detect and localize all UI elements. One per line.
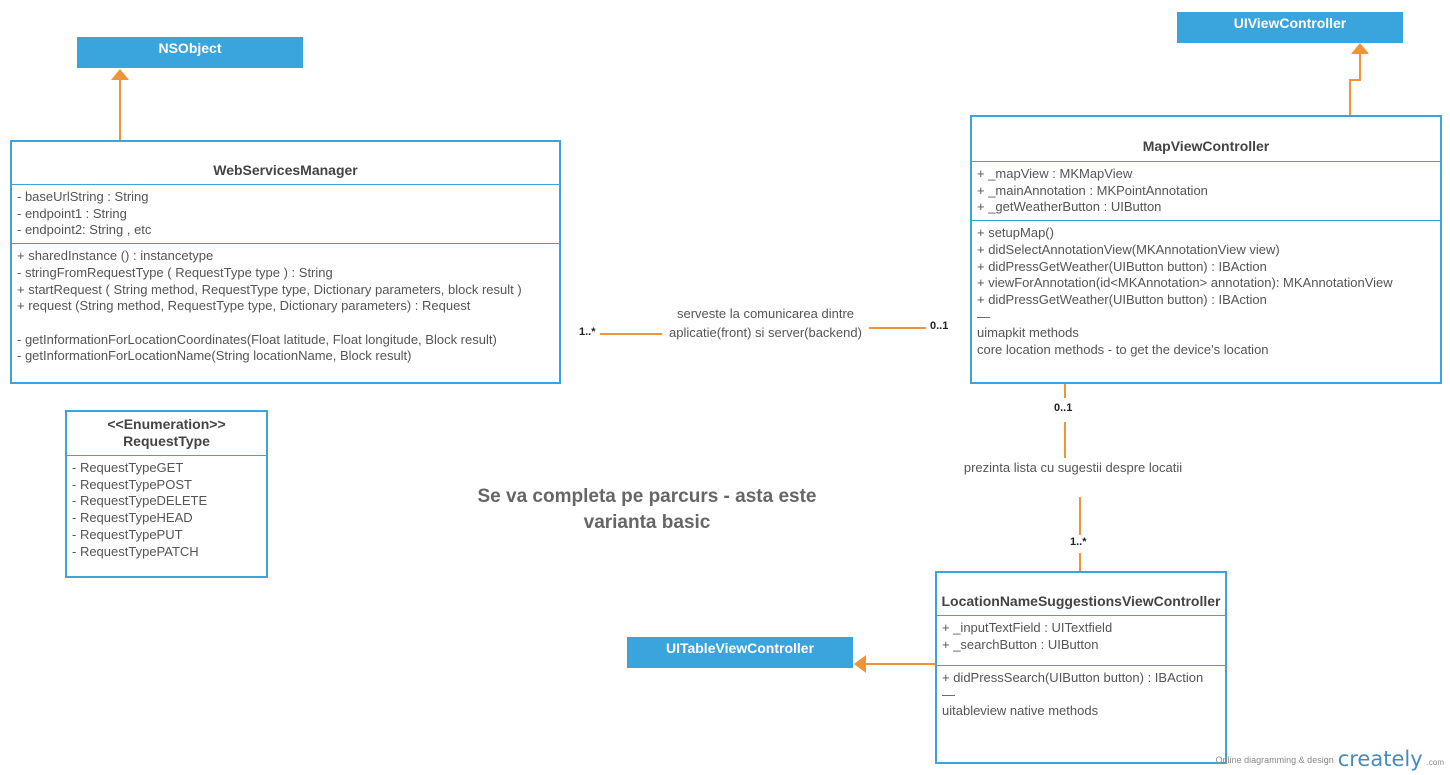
attributes-section: + _mapView : MKMapView+ _mainAnnotation … (972, 162, 1440, 222)
enum-header: <<Enumeration>> RequestType (67, 412, 266, 456)
uitableviewcontroller-label: UITableViewController (665, 640, 815, 656)
watermark-tagline: Online diagramming & design (1215, 755, 1334, 765)
method-item: - stringFromRequestType ( RequestType ty… (17, 264, 333, 280)
enum-value: - RequestTypeDELETE (72, 493, 208, 509)
note-line2: varianta basic (583, 512, 711, 533)
enum-value: - RequestTypePOST (72, 476, 192, 492)
attribute-item: + _mapView : MKMapView (977, 166, 1133, 181)
multiplicity-suggestions-target: 1..* (1068, 536, 1089, 548)
association-label-line1: serveste la comunicarea dintre (676, 306, 855, 321)
attribute-item: + _inputTextField : UITextfield (942, 620, 1113, 635)
attribute-item: + _getWeatherButton : UIButton (977, 199, 1162, 215)
association-ws-map-label: serveste la comunicarea dintre aplicatie… (662, 304, 869, 342)
method-item: + didPressSearch(UIButton button) : IBAc… (942, 670, 1204, 685)
method-item: — (977, 308, 990, 324)
methods-section: + sharedInstance () : instancetype- stri… (12, 244, 559, 369)
uitableviewcontroller-class[interactable]: UITableViewController (627, 637, 853, 668)
class-name: MapViewController (972, 117, 1440, 162)
enum-value: - RequestTypeHEAD (72, 510, 193, 526)
attribute-item: - baseUrlString : String (17, 189, 149, 204)
attribute-item: - endpoint2: String , etc (17, 222, 152, 238)
enum-stereotype: <<Enumeration>> (107, 416, 226, 432)
arrowhead-uiviewcontroller (1351, 43, 1369, 54)
multiplicity-map-source: 0..1 (1052, 402, 1075, 414)
method-item: - getInformationForLocationName(String l… (17, 348, 412, 364)
request-type-enum[interactable]: <<Enumeration>> RequestType - RequestTyp… (65, 410, 268, 578)
method-item: + setupMap() (977, 225, 1054, 241)
method-item: + startRequest ( String method, RequestT… (17, 281, 522, 297)
association-map-suggestions-label: prezinta lista cu sugestii despre locati… (950, 458, 1196, 477)
method-item: uimapkit methods (977, 325, 1079, 341)
method-item: - getInformationForLocationCoordinates(F… (17, 331, 497, 347)
location-suggestions-class[interactable]: LocationNameSuggestionsViewController + … (935, 571, 1227, 764)
method-item: — (942, 686, 955, 702)
watermark-suffix: .com (1426, 758, 1444, 767)
class-name: LocationNameSuggestionsViewController (937, 573, 1225, 616)
method-item: + didSelectAnnotationView(MKAnnotationVi… (977, 241, 1280, 257)
method-item: + didPressGetWeather(UIButton button) : … (977, 291, 1267, 307)
method-item: + viewForAnnotation(id<MKAnnotation> ann… (977, 275, 1393, 291)
method-item: core location methods - to get the devic… (977, 342, 1269, 358)
enum-value: - RequestTypeGET (72, 460, 184, 475)
method-item: uitableview native methods (942, 703, 1099, 719)
map-view-controller-class[interactable]: MapViewController + _mapView : MKMapView… (970, 115, 1442, 384)
arrowhead-uitableviewcontroller (854, 655, 866, 673)
method-item: + sharedInstance () : instancetype (17, 248, 214, 264)
multiplicity-map-target: 0..1 (928, 320, 951, 332)
method-item: + request (String method, RequestType ty… (17, 298, 471, 314)
attributes-section: - baseUrlString : String- endpoint1 : St… (12, 185, 559, 245)
creately-logo: creately (1337, 747, 1423, 771)
attribute-item: + _mainAnnotation : MKPointAnnotation (977, 182, 1208, 198)
nsobject-class[interactable]: NSObject (77, 37, 303, 68)
enum-value: - RequestTypePUT (72, 526, 183, 542)
association-label-line2: aplicatie(front) si server(backend) (669, 325, 862, 340)
creately-watermark: Online diagramming & design creately .co… (1216, 747, 1444, 771)
diagram-note: Se va completa pe parcurs - asta este va… (472, 484, 822, 536)
methods-section: + didPressSearch(UIButton button) : IBAc… (937, 666, 1225, 724)
enum-name: RequestType (123, 433, 210, 449)
class-name: WebServicesManager (12, 142, 559, 185)
web-services-manager-class[interactable]: WebServicesManager - baseUrlString : Str… (10, 140, 561, 384)
uiviewcontroller-class[interactable]: UIViewController (1177, 12, 1403, 43)
uiviewcontroller-label: UIViewController (1233, 15, 1347, 31)
note-line1: Se va completa pe parcurs - asta este (477, 486, 817, 507)
enum-value: - RequestTypePATCH (72, 543, 199, 559)
method-item (17, 315, 554, 332)
method-item: + didPressGetWeather(UIButton button) : … (977, 258, 1267, 274)
arrowhead-nsobject (111, 69, 129, 80)
attributes-section: + _inputTextField : UITextfield+ _search… (937, 616, 1225, 666)
attribute-item: + _searchButton : UIButton (942, 636, 1099, 652)
methods-section: + setupMap()+ didSelectAnnotationView(MK… (972, 221, 1440, 363)
multiplicity-ws-source: 1..* (577, 326, 598, 338)
enum-values-section: - RequestTypeGET- RequestTypePOST- Reque… (67, 456, 266, 564)
attribute-item: - endpoint1 : String (17, 205, 127, 221)
nsobject-label: NSObject (158, 40, 222, 56)
generalization-map-uiviewcontroller (1349, 54, 1361, 115)
